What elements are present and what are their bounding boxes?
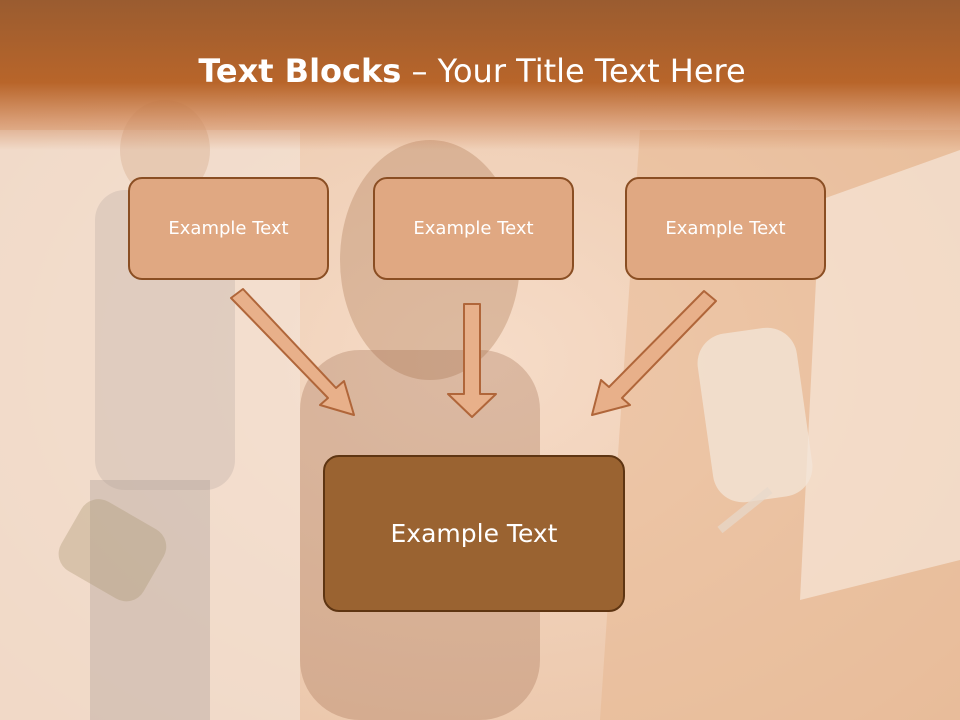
main-text-block-label: Example Text [390, 519, 558, 548]
arrow-left [230, 288, 355, 416]
title-separator: – [401, 52, 438, 90]
text-block-3[interactable]: Example Text [625, 177, 826, 280]
text-block-3-label: Example Text [665, 218, 786, 239]
text-block-1[interactable]: Example Text [128, 177, 329, 280]
title-band [0, 0, 960, 150]
main-text-block[interactable]: Example Text [323, 455, 625, 612]
slide-title: Text Blocks – Your Title Text Here [0, 52, 944, 90]
arrow-center [447, 303, 497, 418]
text-block-2-label: Example Text [413, 218, 534, 239]
title-regular-part: Your Title Text Here [437, 52, 746, 90]
text-block-1-label: Example Text [168, 218, 289, 239]
text-block-2[interactable]: Example Text [373, 177, 574, 280]
title-bold-part: Text Blocks [198, 52, 402, 90]
arrow-right [591, 290, 717, 416]
